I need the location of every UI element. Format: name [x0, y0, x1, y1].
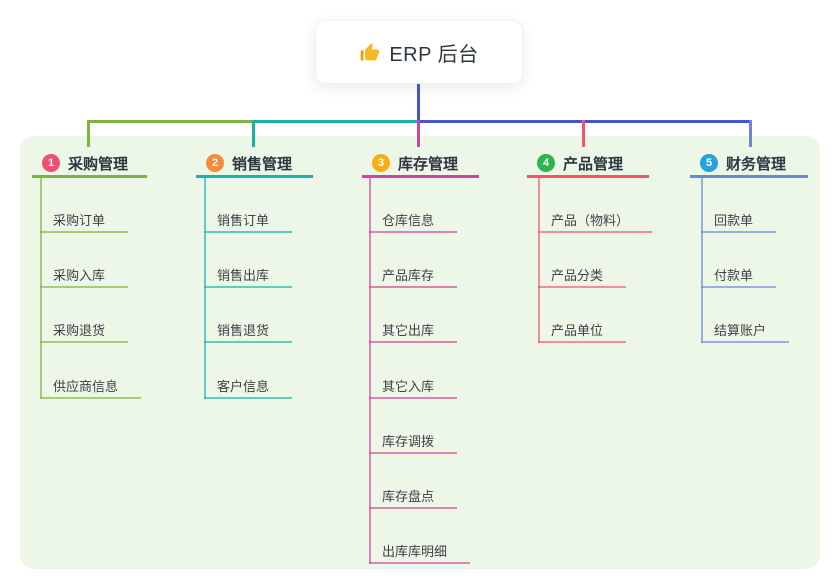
child-underline	[369, 231, 457, 233]
child-underline	[204, 286, 292, 288]
branch-number-badge: 4	[537, 154, 555, 172]
branch-label: 销售管理	[232, 155, 293, 173]
branch-node-2[interactable]: 2 销售管理	[206, 151, 292, 175]
child-node[interactable]: 产品（物料）	[551, 213, 630, 228]
branch-drop-line	[417, 120, 420, 147]
branch-label: 库存管理	[398, 155, 459, 173]
child-underline	[369, 507, 457, 509]
child-node[interactable]: 产品单位	[551, 323, 604, 338]
child-node[interactable]: 产品库存	[382, 268, 435, 283]
branch-spine-line	[538, 178, 540, 343]
child-node[interactable]: 采购入库	[53, 268, 106, 283]
thumbs-up-icon	[361, 42, 380, 60]
branch-underline	[196, 175, 313, 178]
child-underline	[40, 286, 128, 288]
branch-underline	[32, 175, 147, 178]
child-node[interactable]: 库存调拨	[382, 434, 435, 449]
bus-segment-mid	[252, 120, 420, 123]
child-underline	[701, 286, 776, 288]
branch-node-4[interactable]: 4 产品管理	[537, 151, 623, 175]
child-underline	[701, 231, 776, 233]
child-node[interactable]: 供应商信息	[53, 379, 119, 394]
child-node[interactable]: 仓库信息	[382, 213, 435, 228]
branch-spine-line	[369, 178, 371, 564]
bus-segment-left	[87, 120, 255, 123]
branch-underline	[362, 175, 479, 178]
child-underline	[538, 231, 652, 233]
child-underline	[538, 286, 626, 288]
child-node[interactable]: 结算账户	[714, 323, 767, 338]
branch-number-badge: 3	[372, 154, 390, 172]
child-node[interactable]: 销售退货	[217, 323, 270, 338]
child-node[interactable]: 销售出库	[217, 268, 270, 283]
child-underline	[204, 397, 292, 399]
child-underline	[369, 562, 470, 564]
child-node[interactable]: 回款单	[714, 213, 754, 228]
child-node[interactable]: 销售订单	[217, 213, 270, 228]
child-underline	[369, 286, 457, 288]
child-node[interactable]: 客户信息	[217, 379, 270, 394]
child-underline	[40, 397, 141, 399]
branch-drop-line	[252, 120, 255, 147]
child-underline	[701, 341, 789, 343]
child-underline	[40, 231, 128, 233]
child-underline	[538, 341, 626, 343]
branch-label: 产品管理	[563, 155, 624, 173]
branch-number-badge: 2	[206, 154, 224, 172]
child-underline	[369, 341, 457, 343]
branch-spine-line	[204, 178, 206, 399]
child-node[interactable]: 库存盘点	[382, 489, 435, 504]
child-node[interactable]: 付款单	[714, 268, 754, 283]
branch-drop-line	[87, 120, 90, 147]
branch-label: 采购管理	[68, 155, 129, 173]
child-underline	[204, 341, 292, 343]
child-node[interactable]: 采购退货	[53, 323, 106, 338]
child-underline	[369, 397, 457, 399]
root-node[interactable]: ERP 后台	[315, 20, 523, 84]
child-underline	[369, 452, 457, 454]
root-title: ERP 后台	[389, 43, 479, 66]
child-node[interactable]: 其它入库	[382, 379, 435, 394]
branch-number-badge: 1	[42, 154, 60, 172]
branch-node-3[interactable]: 3 库存管理	[372, 151, 458, 175]
branch-spine-line	[40, 178, 42, 399]
child-underline	[204, 231, 292, 233]
branch-drop-line	[582, 120, 585, 147]
branch-node-5[interactable]: 5 财务管理	[700, 151, 786, 175]
branch-drop-line	[749, 120, 752, 147]
branch-number-badge: 5	[700, 154, 718, 172]
child-node[interactable]: 其它出库	[382, 323, 435, 338]
child-underline	[40, 341, 128, 343]
child-node[interactable]: 产品分类	[551, 268, 604, 283]
branch-label: 财务管理	[726, 155, 787, 173]
branch-node-1[interactable]: 1 采购管理	[42, 151, 128, 175]
child-node[interactable]: 采购订单	[53, 213, 106, 228]
branch-underline	[527, 175, 649, 178]
root-connector-line	[417, 84, 420, 123]
branch-spine-line	[701, 178, 703, 343]
child-node[interactable]: 出库库明细	[382, 544, 448, 559]
branch-underline	[690, 175, 808, 178]
branches-panel	[20, 136, 820, 569]
